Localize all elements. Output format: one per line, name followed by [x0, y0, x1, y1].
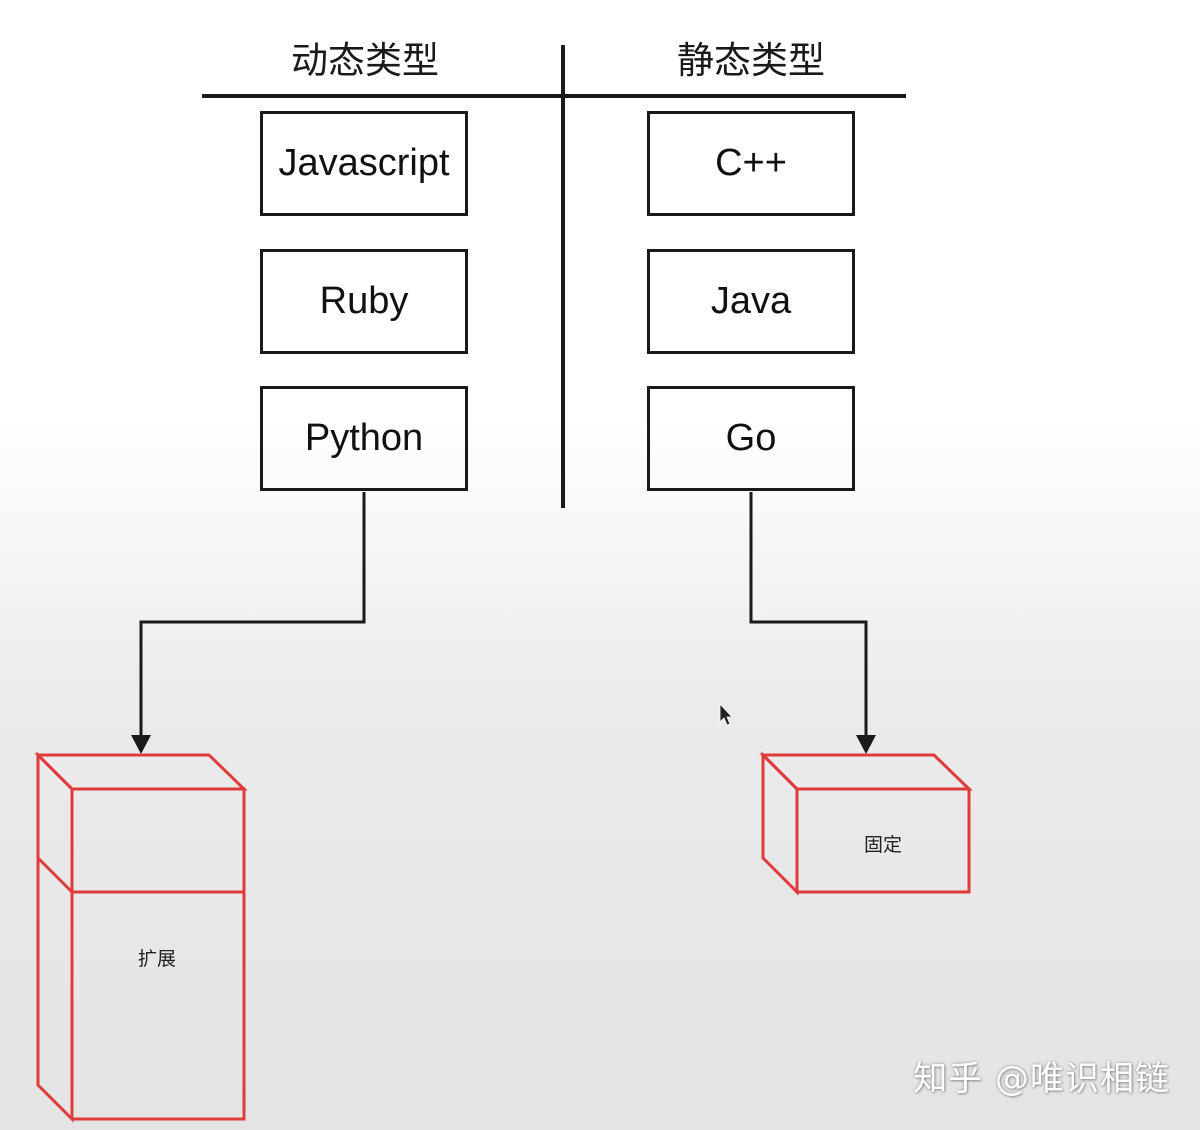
fixed-block-label: 固定 [864, 834, 903, 856]
dynamic-type-header: 动态类型 [291, 39, 439, 82]
language-box-java: Java [647, 249, 855, 354]
go-arrowhead [856, 735, 876, 754]
python-arrowhead [131, 735, 151, 754]
python-connector-arrow [139, 492, 366, 742]
language-box-go: Go [647, 386, 855, 491]
fixed-block [759, 751, 973, 896]
static-type-header: 静态类型 [677, 39, 825, 82]
mouse-cursor-icon [719, 702, 733, 726]
go-connector-arrow [749, 492, 868, 742]
expand-block [34, 751, 248, 1123]
language-box-python: Python [260, 386, 468, 491]
language-box-cpp: C++ [647, 111, 855, 216]
watermark: 知乎 @唯识相链 [913, 1059, 1170, 1099]
language-box-javascript: Javascript [260, 111, 468, 216]
language-box-ruby: Ruby [260, 249, 468, 354]
expand-block-label: 扩展 [138, 948, 177, 970]
